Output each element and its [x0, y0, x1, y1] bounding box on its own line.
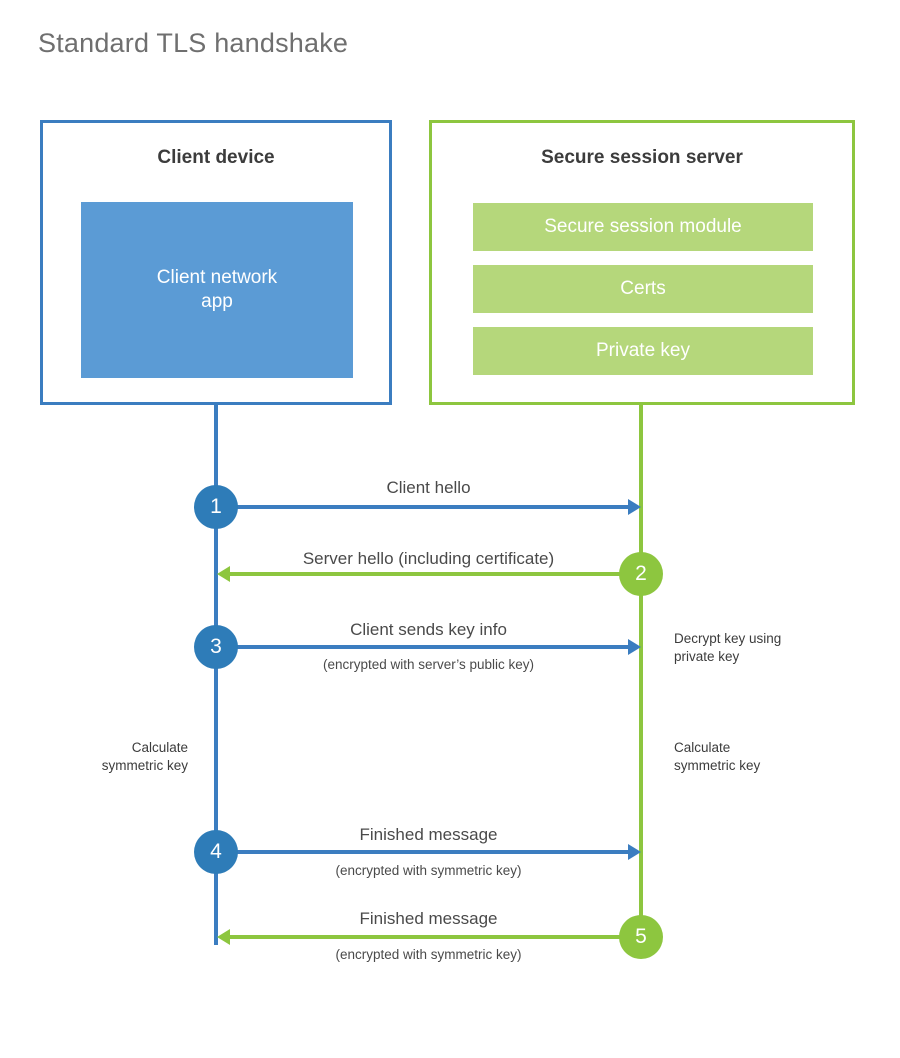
step-5-circle[interactable]: 5 — [619, 915, 663, 959]
step-3-arrow — [216, 639, 641, 655]
client-lifeline — [214, 405, 218, 945]
step-2-circle[interactable]: 2 — [619, 552, 663, 596]
step-4-label: Finished message — [359, 825, 498, 844]
step-3-sublabel: (encrypted with server’s public key) — [322, 657, 535, 672]
server-block-certs: Certs — [473, 265, 813, 313]
step-1-arrow — [216, 499, 641, 515]
page-title: Standard TLS handshake — [38, 28, 349, 58]
client-device-heading: Client device — [157, 147, 275, 168]
step-4-sublabel: (encrypted with symmetric key) — [335, 863, 522, 878]
step-5-label: Finished message — [359, 909, 498, 928]
note-server-calculate-symmetric-key: Calculate symmetric key — [674, 740, 761, 773]
secure-session-server-box: Secure session server Secure session mod… — [429, 120, 855, 405]
server-lifeline — [639, 405, 643, 940]
step-1-label: Client hello — [386, 478, 471, 497]
step-4-circle[interactable]: 4 — [194, 830, 238, 874]
client-device-box: Client device Client network app — [40, 120, 392, 405]
step-2-label: Server hello (including certificate) — [302, 549, 555, 568]
step-5-sublabel: (encrypted with symmetric key) — [335, 947, 522, 962]
step-4-arrow — [216, 844, 641, 860]
client-network-app-block: Client network app — [81, 202, 353, 378]
note-client-calculate-symmetric-key: Calculate symmetric key — [101, 740, 188, 773]
step-3-label: Client sends key info — [350, 620, 507, 639]
server-block-private-key: Private key — [473, 327, 813, 375]
arrow-head-right-icon — [628, 639, 641, 655]
arrow-head-left-icon — [217, 929, 230, 945]
server-block-secure-session-module: Secure session module — [473, 203, 813, 251]
step-2-arrow — [217, 566, 641, 582]
arrow-head-right-icon — [628, 844, 641, 860]
step-3-circle[interactable]: 3 — [194, 625, 238, 669]
note-decrypt-key: Decrypt key using private key — [674, 631, 782, 664]
arrow-head-left-icon — [217, 566, 230, 582]
step-1-circle[interactable]: 1 — [194, 485, 238, 529]
secure-session-server-heading: Secure session server — [541, 147, 743, 168]
arrow-head-right-icon — [628, 499, 641, 515]
step-5-arrow — [217, 929, 641, 945]
